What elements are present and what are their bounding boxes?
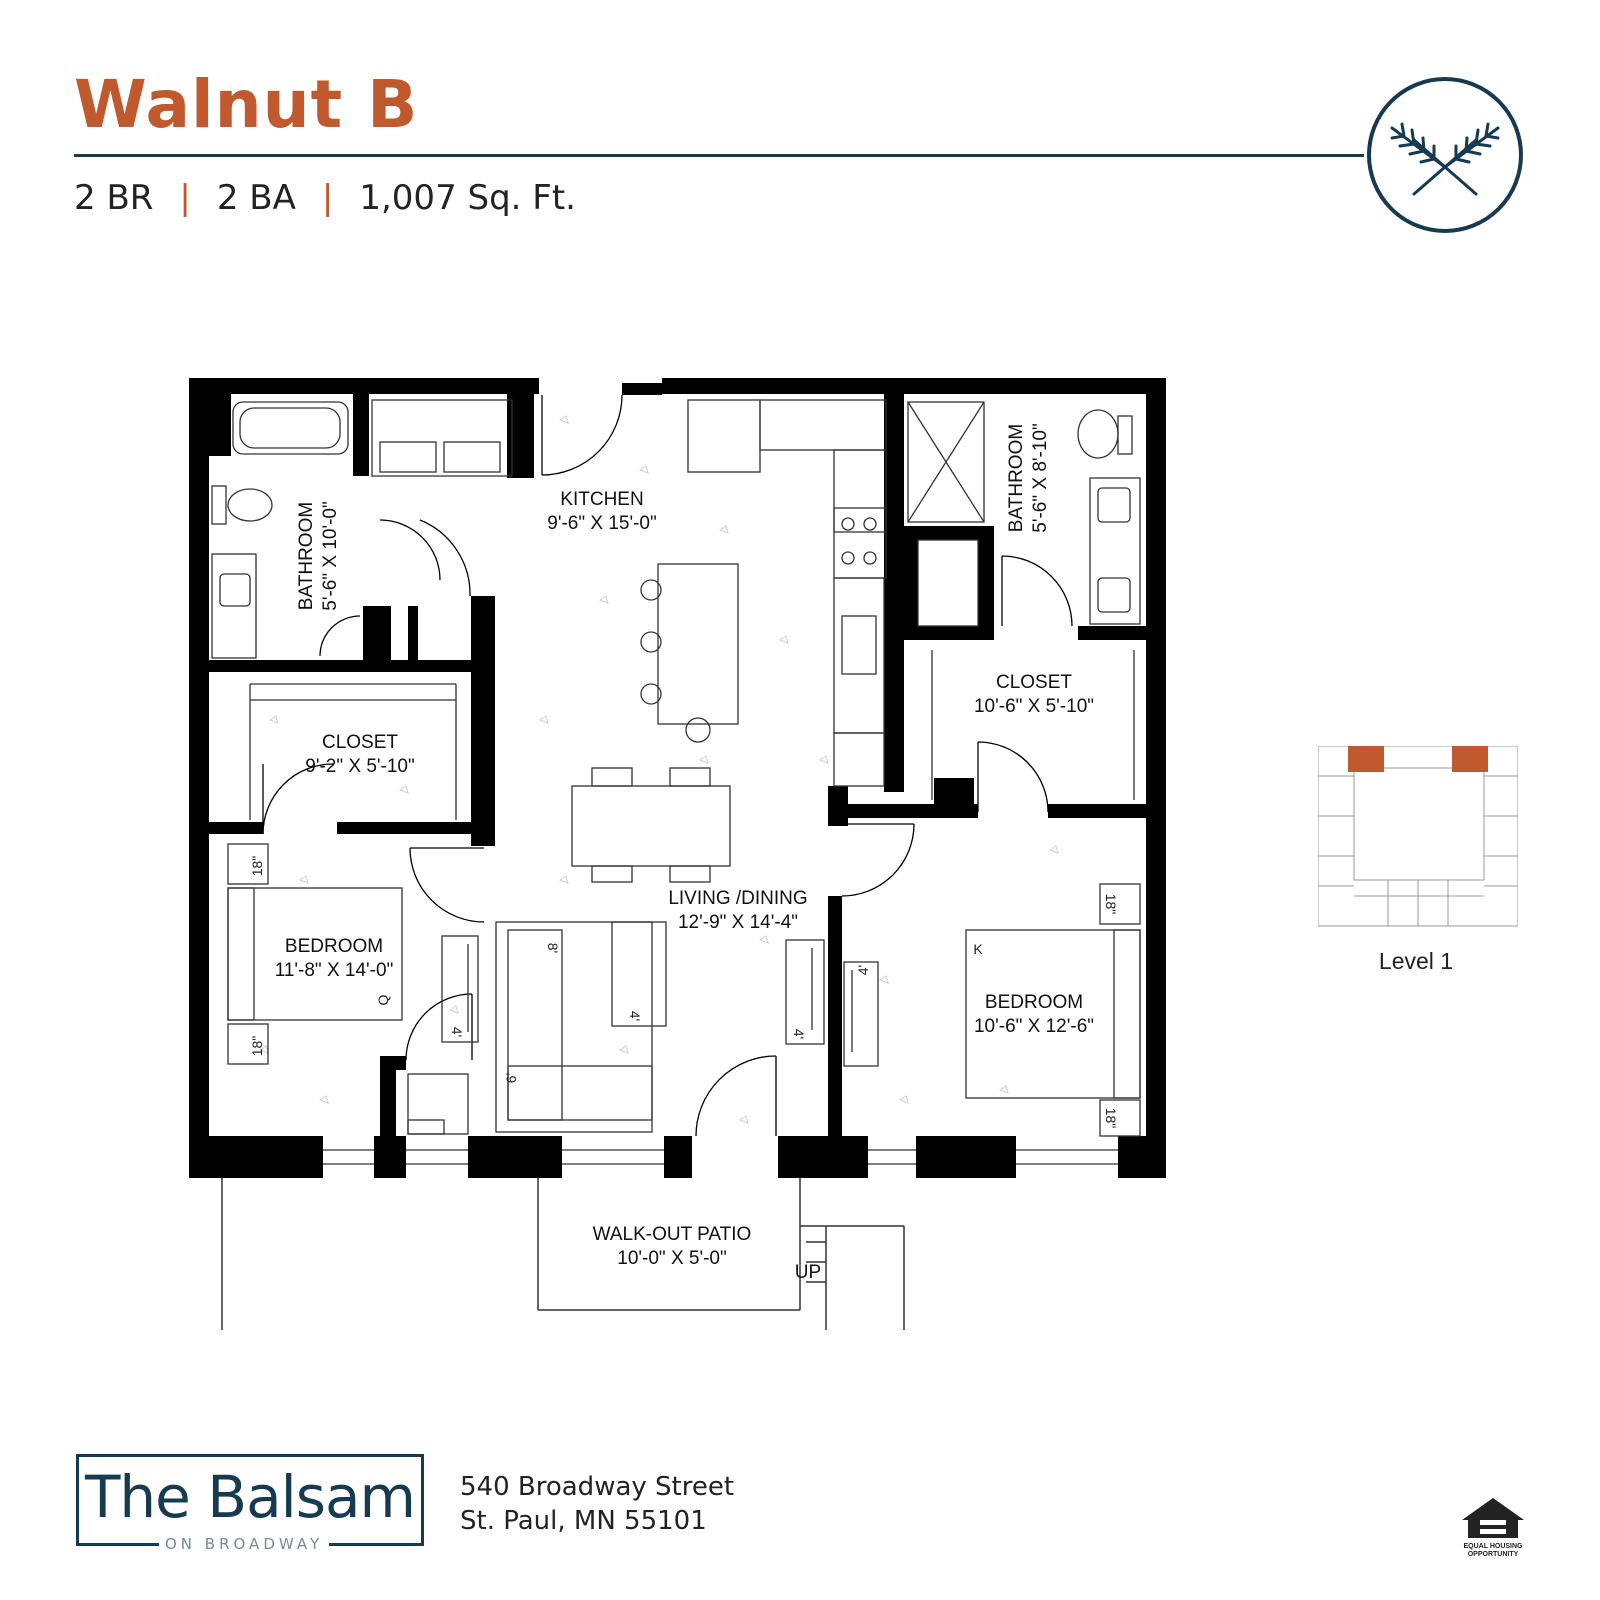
- table-dim: 4': [627, 1011, 643, 1021]
- spec-separator: |: [321, 178, 334, 218]
- square-footage: 1,007 Sq. Ft.: [359, 178, 576, 218]
- key-plan-level: Level 1: [1378, 948, 1454, 974]
- bathroom-left-size: 5'-6" X 10'-0": [320, 501, 341, 610]
- kitchen-size: 9'-6" X 15'-0": [547, 513, 656, 534]
- equal-housing-icon: EQUAL HOUSING OPPORTUNITY: [1462, 1498, 1524, 1558]
- spec-separator: |: [179, 178, 191, 218]
- furniture-dims: 18" 18" 18" 18" 8' 6' 4' 4' 4' 4' K Q: [249, 856, 1119, 1129]
- shelf-dim: 4': [791, 1029, 807, 1039]
- unit-highlight: [1452, 746, 1488, 772]
- brand-logo: The Balsam ON BROADWAY: [76, 1454, 424, 1553]
- eho-line1: EQUAL HOUSING: [1464, 1543, 1524, 1550]
- unit-highlight: [1348, 746, 1384, 772]
- queen-bed-mark: Q: [375, 994, 391, 1005]
- closet-right-size: 10'-6" X 5'-10": [974, 696, 1094, 717]
- floor-texture: [258, 415, 1059, 1124]
- address: 540 Broadway Street St. Paul, MN 55101: [460, 1470, 734, 1538]
- bed-count: 2 BR: [74, 178, 154, 218]
- nightstand-dim: 18": [249, 1036, 265, 1057]
- fixtures: [211, 399, 1141, 1137]
- brand-subtitle: ON BROADWAY: [159, 1535, 330, 1553]
- bath-count: 2 BA: [216, 178, 296, 218]
- closet-left-size: 9'-2" X 5'-10": [305, 756, 414, 777]
- doors: [262, 394, 1073, 1137]
- closet-left-name: CLOSET: [322, 732, 398, 753]
- stair-label: UP: [795, 1262, 821, 1283]
- bathroom-left-name: BATHROOM: [296, 502, 317, 610]
- unit-title: Walnut B: [74, 66, 419, 143]
- living-name: LIVING /DINING: [668, 888, 807, 909]
- pine-branch-icon: [1367, 77, 1523, 233]
- closet-right-name: CLOSET: [996, 672, 1072, 693]
- windows: [323, 1149, 1118, 1165]
- nightstand-dim: 18": [249, 856, 265, 877]
- patio-size: 10'-0" X 5'-0": [617, 1248, 726, 1269]
- key-plan: [1318, 746, 1518, 927]
- bedroom-left-size: 11'-8" X 14'-0": [275, 960, 394, 981]
- king-bed-mark: K: [973, 941, 983, 957]
- eho-line2: OPPORTUNITY: [1468, 1551, 1519, 1558]
- loveseat-dim: 6': [503, 1073, 519, 1083]
- nightstand-dim: 18": [1103, 1108, 1119, 1129]
- sofa-dim: 8': [545, 943, 561, 953]
- kitchen-name: KITCHEN: [560, 489, 643, 510]
- shelf-dim: 4': [449, 1027, 465, 1037]
- shelf-dim: 4': [855, 965, 871, 975]
- bedroom-right-name: BEDROOM: [985, 992, 1083, 1013]
- bedroom-right-size: 10'-6" X 12'-6": [974, 1016, 1094, 1037]
- bathroom-right-name: BATHROOM: [1006, 424, 1027, 532]
- bedroom-left-name: BEDROOM: [285, 936, 383, 957]
- living-size: 12'-9" X 14'-4": [678, 912, 798, 933]
- address-street: 540 Broadway Street: [460, 1472, 735, 1502]
- patio: [221, 1178, 905, 1330]
- room-labels: KITCHEN 9'-6" X 15'-0" CLOSET 9'-2" X 5'…: [275, 423, 1094, 1283]
- bathroom-right-size: 5'-6" X 8'-10": [1030, 423, 1051, 532]
- exterior-walls: [189, 378, 1166, 1178]
- unit-specs: 2 BR | 2 BA | 1,007 Sq. Ft.: [74, 178, 576, 218]
- patio-name: WALK-OUT PATIO: [593, 1224, 752, 1245]
- brand-name: The Balsam: [84, 1463, 416, 1531]
- nightstand-dim: 18": [1103, 894, 1119, 915]
- address-city: St. Paul, MN 55101: [460, 1506, 707, 1536]
- header-rule: [74, 154, 1364, 157]
